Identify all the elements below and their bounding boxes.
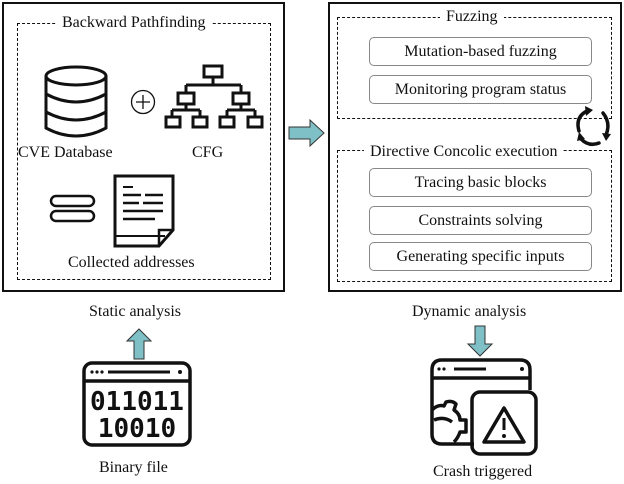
up-arrow-icon xyxy=(125,328,153,360)
binary-bits-line1: 011011 xyxy=(90,387,184,417)
document-icon xyxy=(113,174,175,248)
crash-window-icon xyxy=(430,358,538,456)
cve-database-label: CVE Database xyxy=(18,144,113,161)
cycle-arrows-icon xyxy=(576,106,611,147)
concolic-step: Tracing basic blocks xyxy=(369,168,592,197)
binary-bits-line2: 10010 xyxy=(98,414,176,444)
concolic-step: Constraints solving xyxy=(369,206,592,235)
down-arrow-icon xyxy=(466,325,494,357)
collected-addresses-label: Collected addresses xyxy=(68,254,195,271)
cfg-label: CFG xyxy=(192,144,224,161)
binary-file-icon: 011011 10010 xyxy=(82,361,192,447)
concolic-title: Directive Concolic execution xyxy=(364,143,564,161)
database-icon xyxy=(44,65,108,138)
plus-circle-icon xyxy=(130,89,156,115)
fuzzing-step: Monitoring program status xyxy=(369,75,592,104)
crash-triggered-caption: Crash triggered xyxy=(433,463,533,480)
address-list-icon xyxy=(49,194,96,223)
static-analysis-panel xyxy=(2,2,285,292)
dynamic-analysis-caption: Dynamic analysis xyxy=(412,303,527,320)
concolic-step: Generating specific inputs xyxy=(369,242,592,271)
binary-file-caption: Binary file xyxy=(99,459,168,476)
cfg-tree-icon xyxy=(164,64,264,129)
backward-pathfinding-title: Backward Pathfinding xyxy=(56,14,212,32)
dynamic-analysis-panel xyxy=(328,2,622,292)
static-analysis-caption: Static analysis xyxy=(89,303,181,320)
right-arrow-icon xyxy=(288,118,325,148)
fuzzing-step: Mutation-based fuzzing xyxy=(369,37,592,66)
fuzzing-title: Fuzzing xyxy=(440,8,504,26)
